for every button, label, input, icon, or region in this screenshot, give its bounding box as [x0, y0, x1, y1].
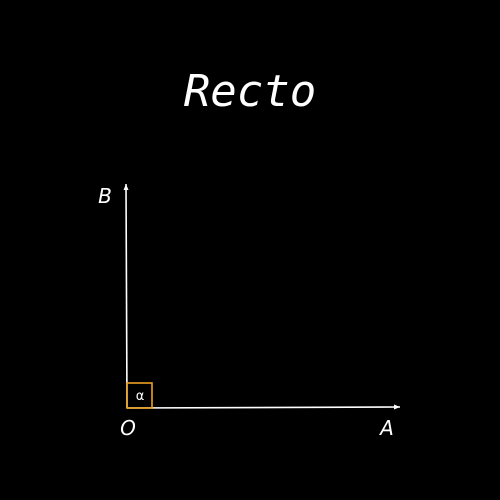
point-label-b: B	[98, 184, 112, 208]
angle-alpha-label: α	[136, 389, 145, 404]
point-label-o: O	[120, 416, 136, 440]
ray-ob	[123, 183, 129, 409]
ray-oa	[126, 404, 401, 410]
point-label-a: A	[378, 416, 394, 440]
right-angle-marker	[126, 382, 153, 409]
page-title: Recto	[183, 66, 317, 117]
